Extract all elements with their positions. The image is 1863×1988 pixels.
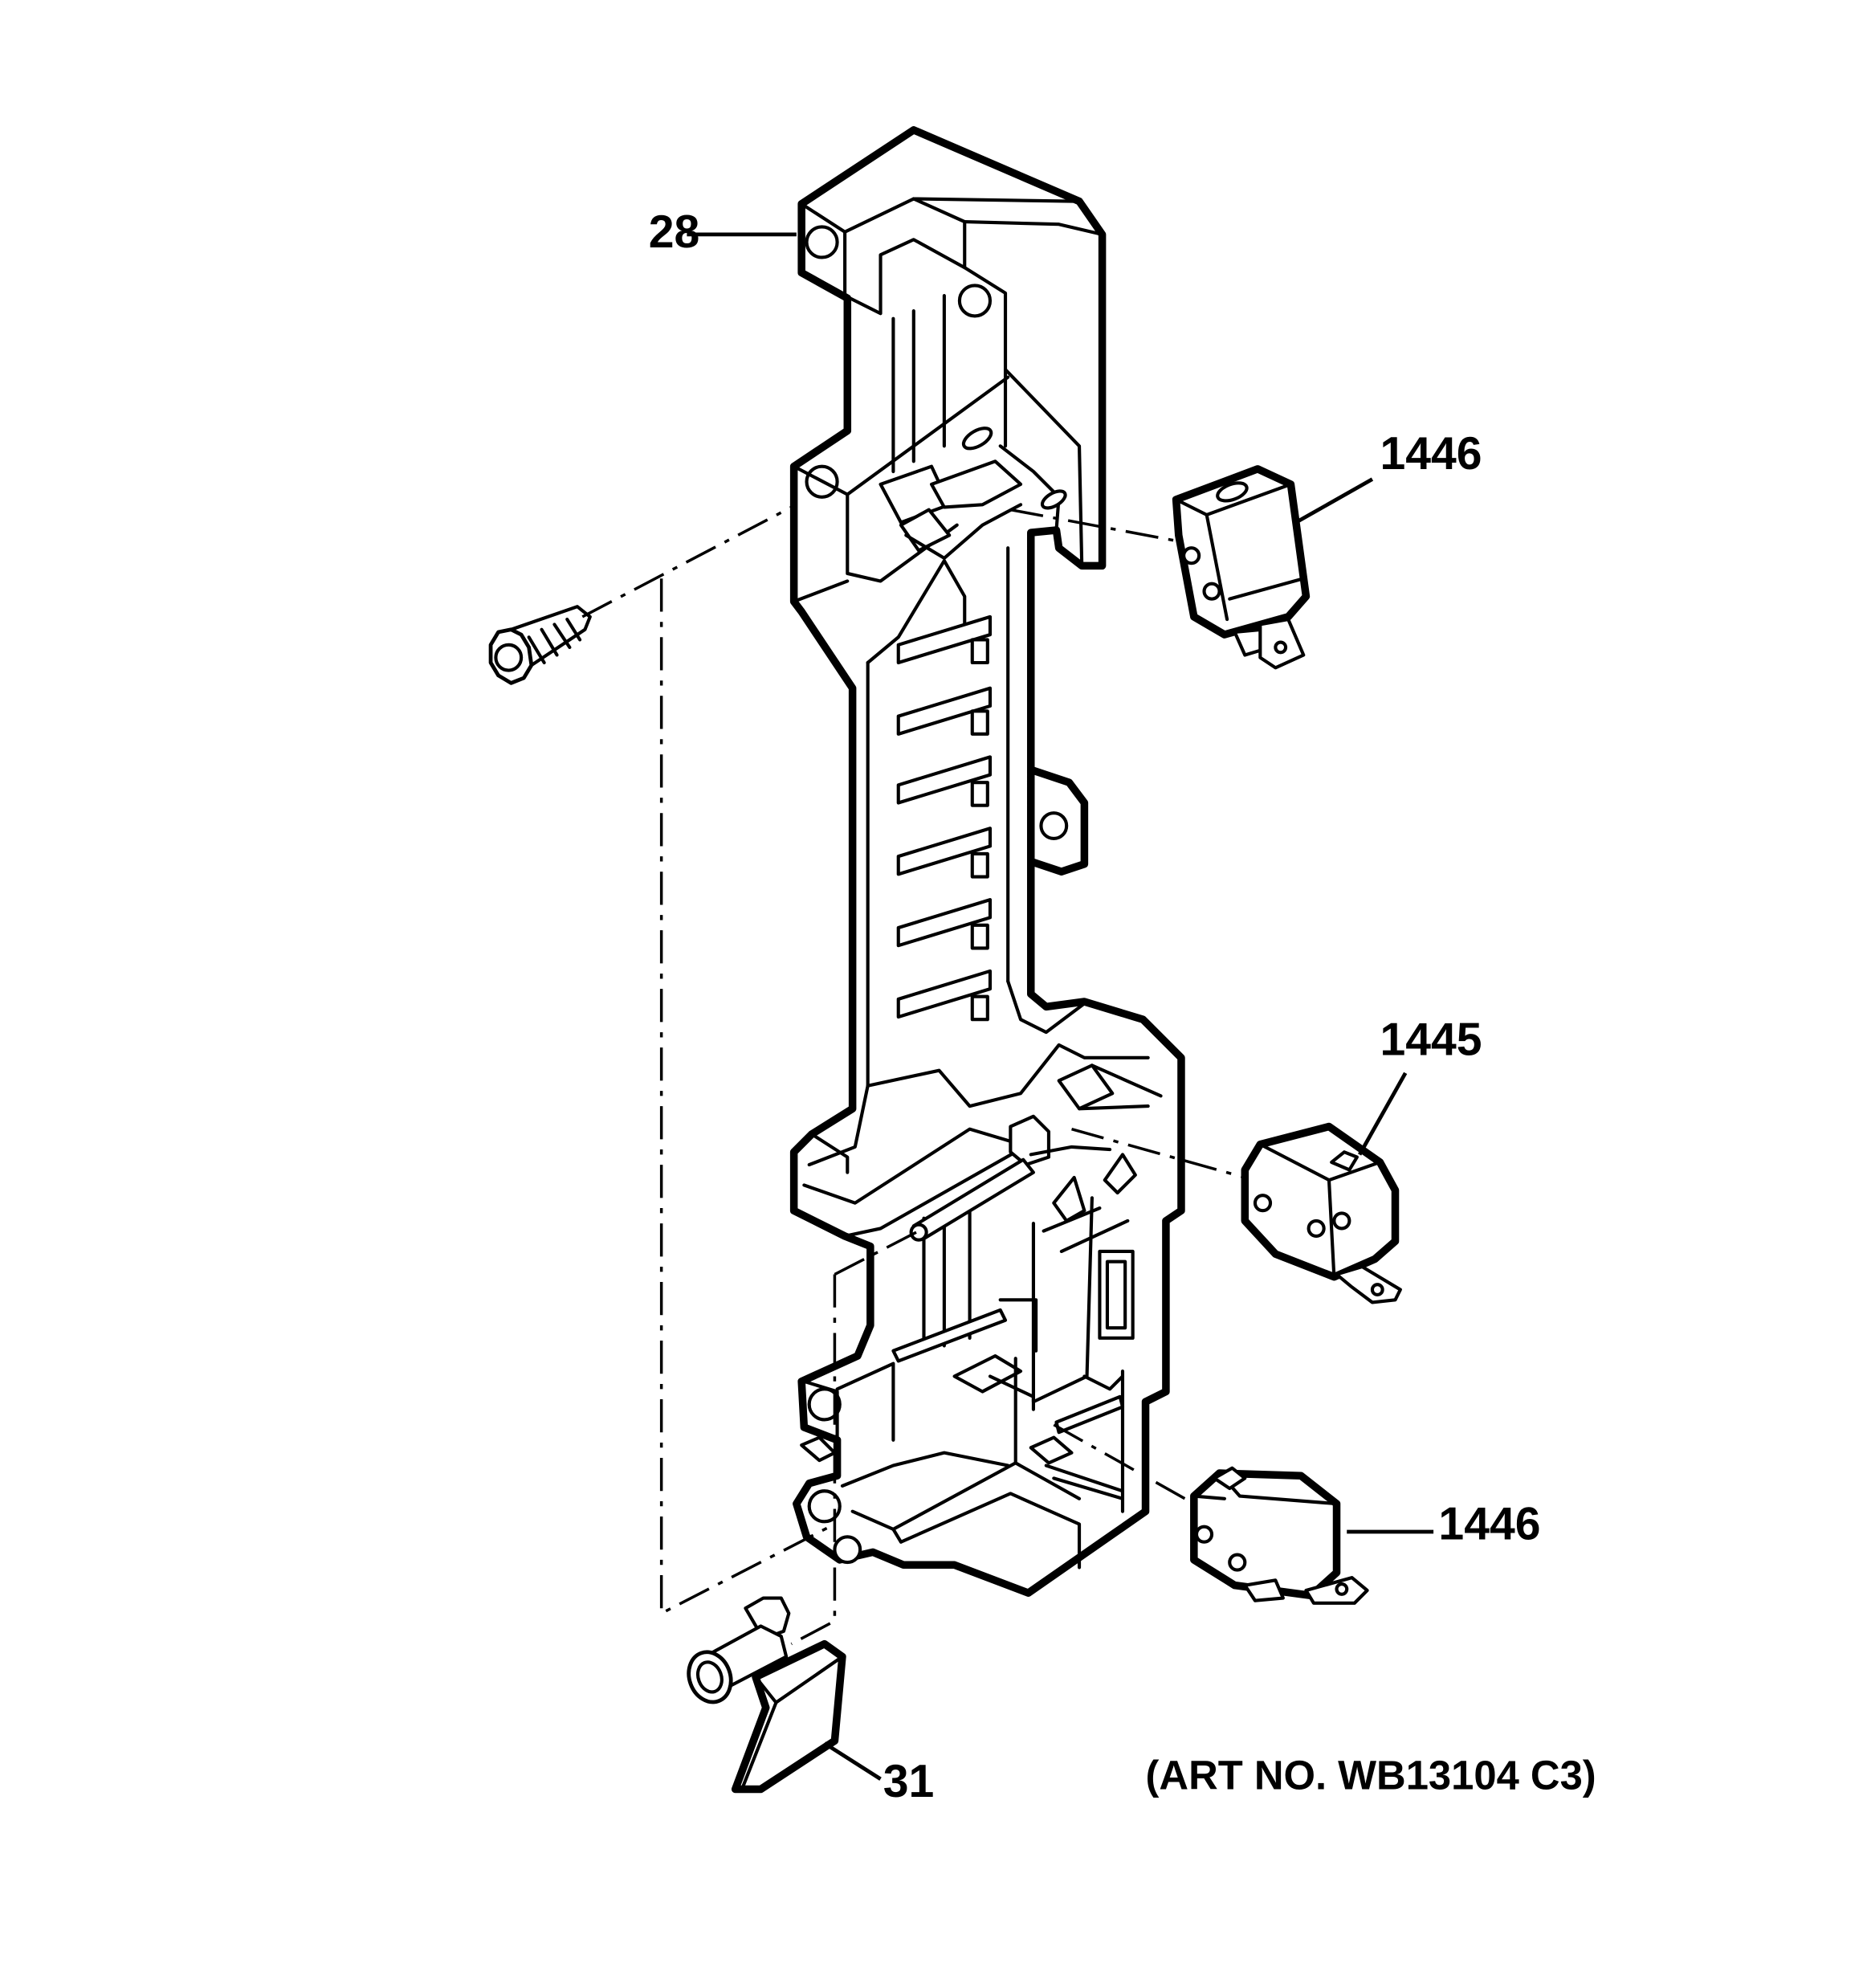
interlock-switch-top xyxy=(1172,465,1311,670)
interlock-switch-bottom xyxy=(1190,1466,1369,1605)
latch-housing xyxy=(789,126,1185,1597)
callout-28: 28 xyxy=(649,206,700,258)
leader-lines xyxy=(687,232,1434,1781)
mounting-screw xyxy=(488,605,592,685)
callout-1446-bottom: 1446 xyxy=(1438,1499,1540,1550)
latch-lever xyxy=(687,1596,846,1794)
assembly-lines xyxy=(581,505,1245,1646)
art-number: (ART NO. WB13104 C3) xyxy=(1146,1753,1596,1798)
callout-31: 31 xyxy=(883,1756,935,1807)
callout-1446-top: 1446 xyxy=(1380,428,1482,480)
callout-1445: 1445 xyxy=(1380,1014,1482,1066)
monitor-switch xyxy=(1241,1122,1402,1304)
